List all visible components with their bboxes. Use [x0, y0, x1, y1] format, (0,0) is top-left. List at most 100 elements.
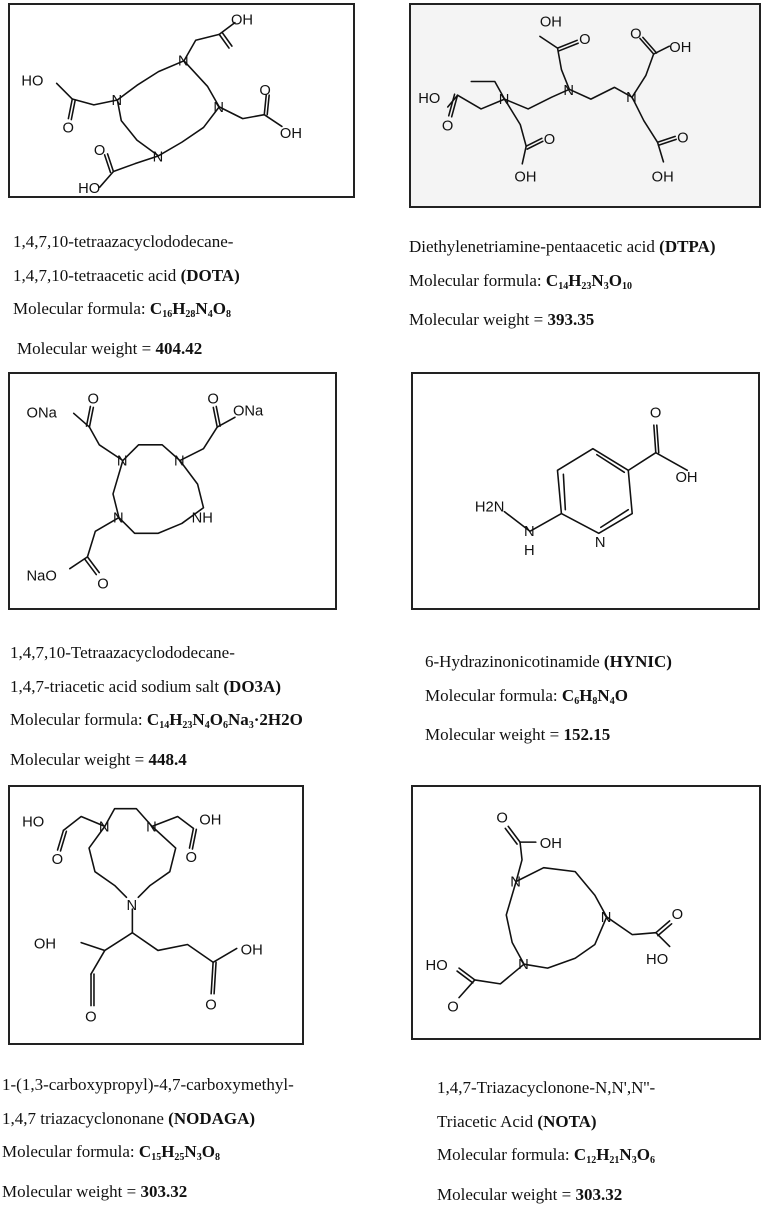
hynic-formula-label: Molecular formula: [425, 685, 562, 705]
nodaga-formula-label: Molecular formula: [2, 1142, 139, 1161]
formula-subscript: 8 [592, 695, 598, 707]
formula-element: N [192, 710, 205, 729]
dota-atom-oh-right: OH [280, 126, 302, 142]
formula-subscript: 3 [196, 1152, 202, 1163]
formula-element: N [195, 299, 208, 318]
formula-subscript: 10 [621, 280, 632, 292]
hynic-structure: N H2N N H O OH [475, 405, 698, 559]
dtpa-atom-oh-top: OH [540, 15, 562, 31]
do3a-atom-o-left: O [87, 391, 98, 407]
nota-name-line2: Triacetic Acid [437, 1111, 538, 1131]
do3a-formula: C14H23N4O6Na3·2H2O [146, 710, 303, 731]
nodaga-atom-ho-topleft: HO [22, 814, 44, 830]
dota-weight: 404.42 [155, 338, 203, 358]
hynic-caption: 6-Hydrazinonicotinamide (HYNIC) Molecula… [425, 645, 672, 752]
do3a-atom-nao: NaO [26, 568, 56, 584]
formula-element: O [201, 1142, 215, 1161]
formula-element: C [146, 710, 160, 729]
nota-caption: 1,4,7-Triazacyclonone-N,N',N''- Triaceti… [437, 1071, 655, 1211]
nodaga-abbr: (NODAGA) [168, 1108, 256, 1128]
nota-formula-label: Molecular formula: [437, 1145, 574, 1164]
nota-abbr: (NOTA) [537, 1111, 597, 1131]
dtpa-abbr: (DTPA) [659, 237, 716, 256]
nodaga-structure-panel: N N N HO O OH O OH O OH O [8, 785, 304, 1045]
nota-atom-ho-left: HO [426, 958, 448, 974]
formula-element: N [619, 1145, 632, 1164]
formula-element: H [169, 710, 183, 729]
do3a-atom-o-right: O [207, 391, 218, 407]
formula-subscript: 6 [574, 695, 580, 707]
formula-element: C [561, 685, 575, 705]
hynic-atom-oh: OH [675, 470, 697, 486]
do3a-atom-n-topright: N [174, 453, 185, 469]
dota-atom-o-left: O [62, 120, 73, 136]
hynic-abbr: (HYNIC) [603, 652, 672, 671]
dtpa-atom-n-right: N [626, 90, 637, 106]
dota-atom-o-bottom: O [94, 143, 105, 159]
do3a-atom-n-bottomleft: N [113, 510, 124, 526]
do3a-abbr: (DO3A) [223, 676, 281, 696]
formula-subscript: 4 [204, 720, 210, 731]
dtpa-name-line1: Diethylenetriamine-pentaacetic acid [409, 237, 660, 256]
nota-weight-label: Molecular weight = [437, 1184, 576, 1204]
dota-atom-ho-bottom: HO [78, 181, 100, 196]
nodaga-atom-oh-right: OH [241, 942, 263, 958]
nodaga-name-line2: 1,4,7 triazacyclononane [2, 1108, 169, 1128]
do3a-caption: 1,4,7,10-Tetraazacyclododecane- 1,4,7-tr… [10, 636, 303, 776]
nota-formula: C12H21N3O6 [573, 1145, 655, 1166]
dtpa-structure: N N N OH O OH O HO O O OH O OH [418, 15, 691, 186]
hynic-name-line1: 6-Hydrazinonicotinamide [425, 652, 604, 671]
dtpa-atom-n-center: N [563, 83, 574, 99]
formula-element: C [138, 1142, 152, 1161]
dota-formula: C16H28N4O8 [150, 299, 231, 320]
formula-subscript: 3 [631, 1155, 637, 1166]
formula-element: H [161, 1142, 175, 1161]
nota-atom-o-left: O [447, 999, 458, 1015]
do3a-structure: N N N NH ONa O O ONa NaO O [26, 391, 264, 592]
nodaga-weight: 303.32 [140, 1181, 188, 1201]
hynic-weight-label: Molecular weight = [425, 725, 564, 744]
dota-atom-ho-left: HO [21, 73, 43, 89]
dtpa-formula: C14H23N3O10 [546, 270, 632, 292]
formula-element: N [184, 1142, 197, 1161]
nodaga-atom-oh-topright: OH [199, 812, 221, 828]
formula-element: O [212, 299, 226, 318]
nota-name-line1: 1,4,7-Triazacyclonone-N,N',N''- [437, 1078, 656, 1097]
dota-atom-n-right: N [213, 100, 224, 116]
do3a-atom-n-topleft: N [117, 453, 128, 469]
formula-element: H [568, 270, 582, 290]
hynic-formula: C6H8N4O [561, 685, 628, 707]
formula-element: H [172, 299, 186, 318]
nodaga-weight-label: Molecular weight = [2, 1181, 141, 1201]
formula-element: O [636, 1145, 650, 1164]
nota-structure: N N N O OH O HO HO O [426, 810, 684, 1015]
do3a-atom-nh: NH [192, 510, 213, 526]
dota-atom-oh-top: OH [231, 13, 253, 29]
formula-subscript: 21 [609, 1155, 620, 1166]
dtpa-atom-oh-bottomleft: OH [514, 169, 536, 185]
dtpa-formula-label: Molecular formula: [409, 270, 546, 290]
nota-atom-n-top: N [510, 874, 521, 890]
nota-atom-ho-right: HO [646, 952, 668, 968]
dota-atom-n-bottom: N [153, 150, 164, 166]
formula-element: O [614, 685, 628, 705]
formula-subscript: 6 [649, 1155, 655, 1166]
dota-atom-o-right: O [259, 83, 270, 99]
formula-element: ·2H2O [253, 710, 303, 729]
dota-name-line1: 1,4,7,10-tetraazacyclododecane- [13, 232, 234, 251]
nota-weight: 303.32 [575, 1184, 623, 1204]
formula-element: C [573, 1145, 587, 1164]
dtpa-atom-o-topright: O [630, 26, 641, 42]
nodaga-atom-o-topright: O [186, 850, 197, 866]
formula-subscript: 14 [558, 280, 569, 292]
formula-subscript: 4 [207, 309, 213, 320]
nodaga-atom-n-left: N [99, 819, 110, 835]
formula-subscript: 3 [248, 720, 254, 731]
nodaga-atom-o-topleft: O [52, 852, 63, 868]
nodaga-atom-o-left: O [85, 1009, 96, 1025]
dota-abbr: (DOTA) [180, 265, 240, 285]
dota-caption: 1,4,7,10-tetraazacyclododecane- 1,4,7,10… [13, 225, 240, 365]
formula-subscript: 16 [162, 309, 173, 320]
do3a-name-line1: 1,4,7,10-Tetraazacyclododecane- [10, 643, 235, 662]
formula-subscript: 23 [581, 280, 592, 292]
